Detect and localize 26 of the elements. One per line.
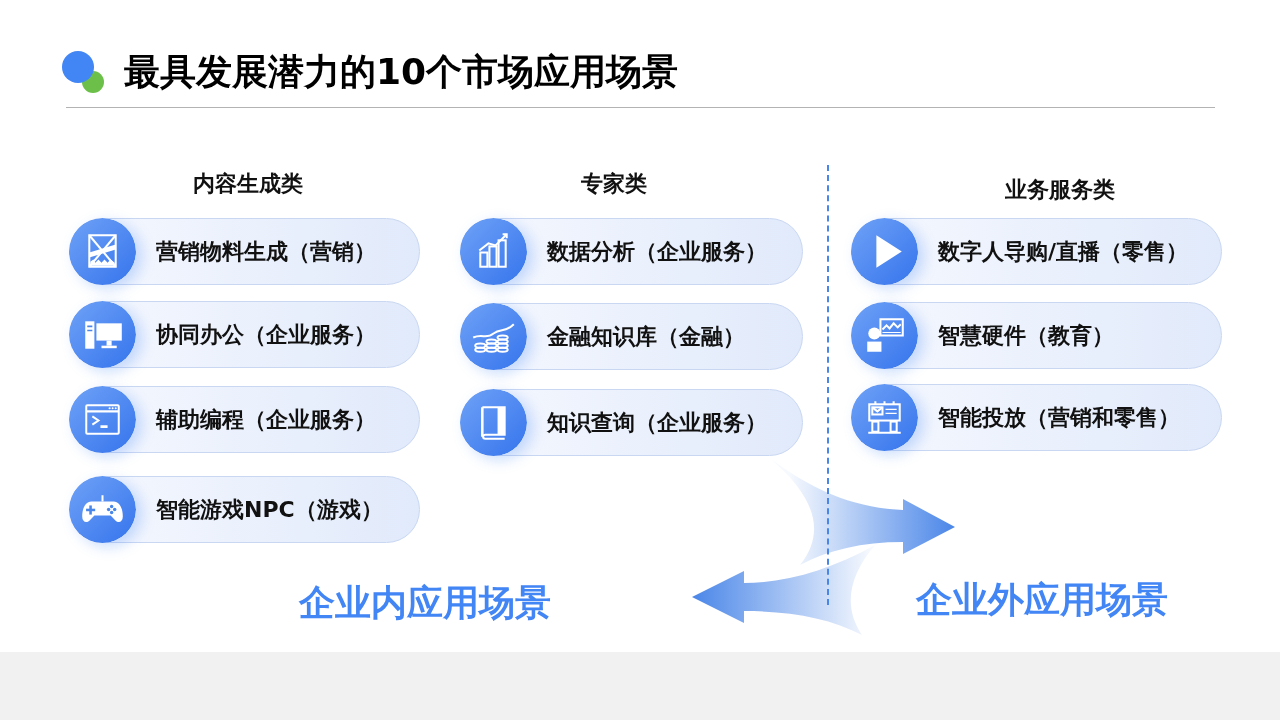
scenario-text: 协同办公（企业服务） [156, 321, 376, 348]
scenario-card [69, 386, 420, 453]
scenario-text: 数据分析（企业服务） [547, 238, 767, 265]
scenario-card [851, 218, 1222, 285]
scenario-card [851, 384, 1222, 451]
column-heading: 内容生成类 [193, 170, 303, 198]
scenario-card [460, 218, 803, 285]
scope-label: 企业内应用场景 [299, 581, 551, 625]
scenario-text: 营销物料生成（营销） [156, 238, 376, 265]
scenario-text: 智能游戏NPC（游戏） [156, 496, 383, 523]
scope-label: 企业外应用场景 [916, 578, 1168, 622]
scenario-card [69, 218, 420, 285]
scenario-card [851, 302, 1222, 369]
slide-title: 最具发展潜力的10个市场应用场景 [124, 50, 679, 94]
column-heading: 业务服务类 [1005, 176, 1115, 204]
scenario-card [460, 389, 803, 456]
scenario-card [69, 301, 420, 368]
scenario-text: 智慧硬件（教育） [938, 322, 1114, 349]
scenario-text: 数字人导购/直播（零售） [938, 238, 1189, 265]
scenario-text: 知识查询（企业服务） [547, 409, 767, 436]
scenario-card [460, 303, 803, 370]
scenario-text: 金融知识库（金融） [547, 323, 745, 350]
column-heading: 专家类 [581, 170, 647, 198]
scenario-card [69, 476, 420, 543]
scenario-text: 辅助编程（企业服务） [156, 406, 376, 433]
scenario-text: 智能投放（营销和零售） [938, 404, 1180, 431]
